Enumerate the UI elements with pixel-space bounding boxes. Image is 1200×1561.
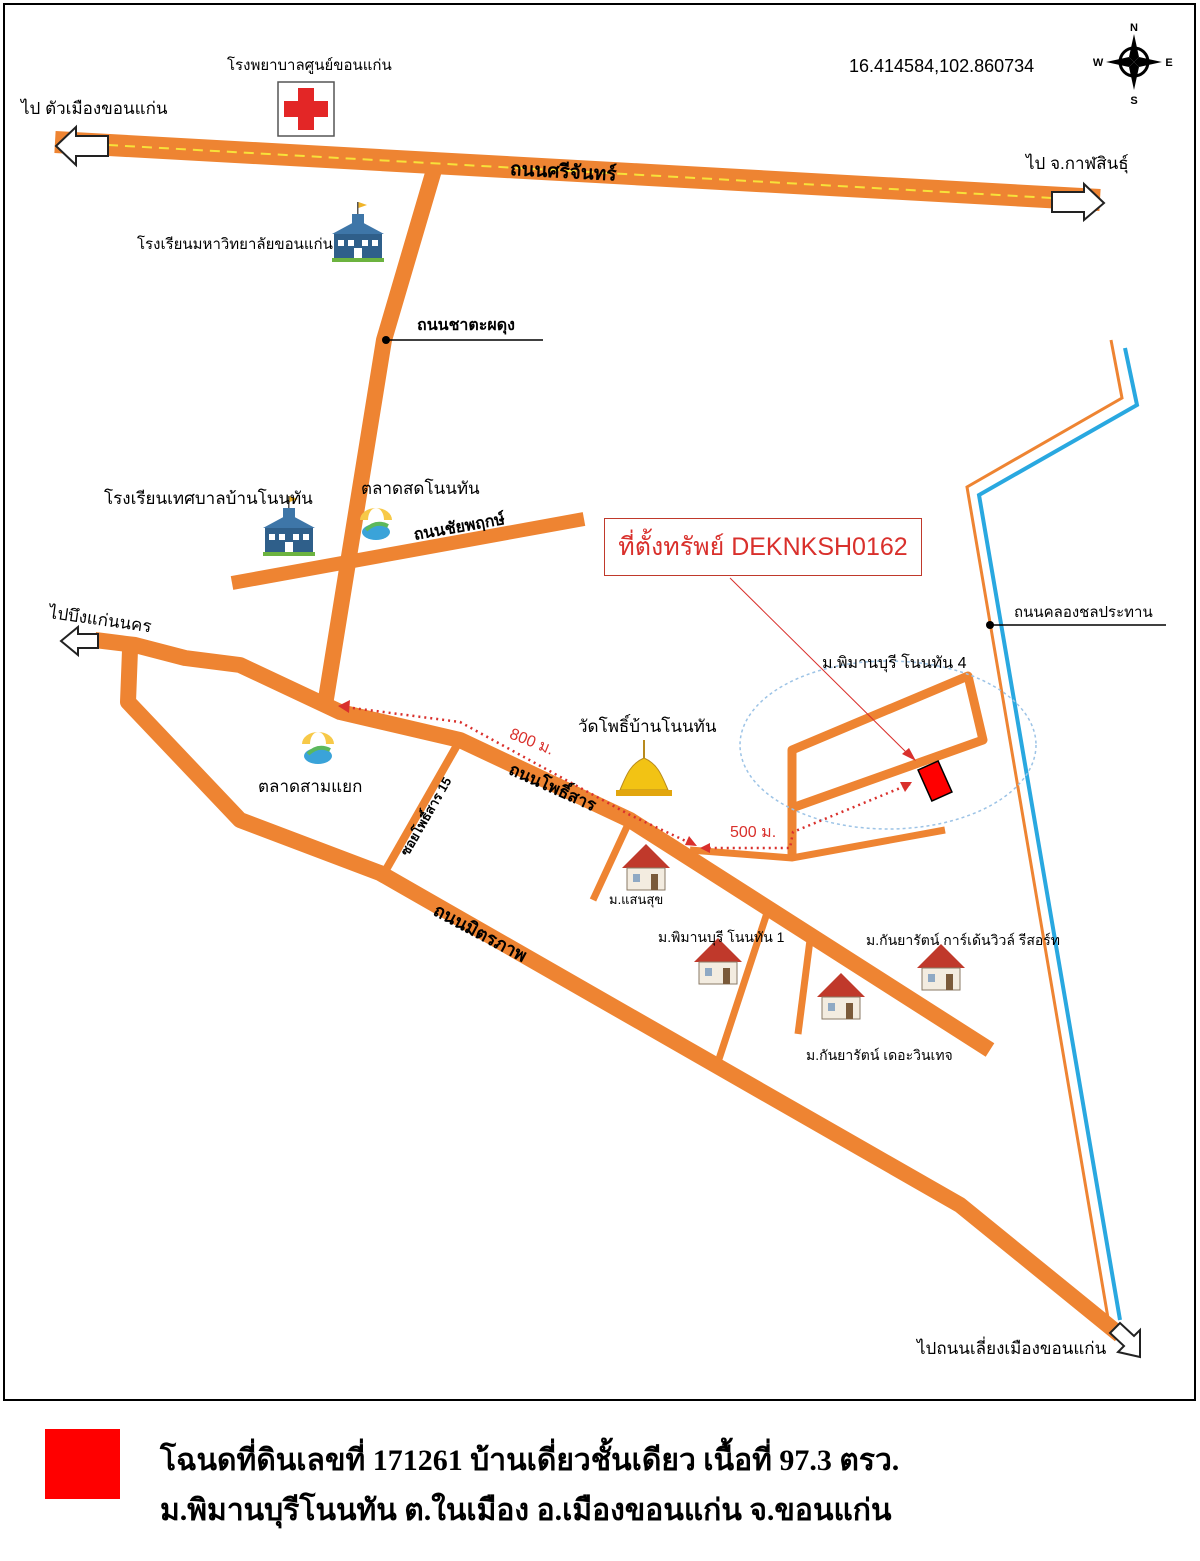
compass-w: W xyxy=(1093,57,1104,69)
asset-leader-arrowhead xyxy=(902,748,916,761)
road-srichan-label: ถนนศรีจันทร์ xyxy=(509,159,618,186)
temple-label: วัดโพธิ์บ้านโนนทัน xyxy=(578,717,717,736)
asset-label-box: ที่ตั้งทรัพย์ DEKNKSH0162 xyxy=(604,518,922,576)
route-500m-arrowhead-end xyxy=(900,782,912,792)
route-800m-arrowhead xyxy=(338,700,350,713)
hospital-icon xyxy=(277,81,335,137)
road-chatapadung-label: ถนนชาตะผดุง xyxy=(417,317,515,334)
road-saensuk xyxy=(589,818,634,902)
road-piman-4-access xyxy=(689,826,946,862)
road-chaiyaphruek xyxy=(230,512,586,590)
canal-line xyxy=(976,347,1140,1321)
arrow-to-kalasin-icon xyxy=(1051,181,1106,223)
route-500m-line xyxy=(700,782,911,850)
arrow-to-ring-road-icon xyxy=(1108,1321,1141,1359)
road-soi-phosan-15 xyxy=(379,738,464,877)
compass-e: E xyxy=(1165,57,1172,69)
legend-swatch xyxy=(45,1429,120,1499)
road-mittraphap xyxy=(120,649,1126,1342)
road-phosan xyxy=(94,632,995,1057)
piman-4-label: ม.พิมานบุรี โนนทัน 4 xyxy=(822,655,967,672)
market-nonthan-label: ตลาดสดโนนทัน xyxy=(361,479,480,498)
kanyarat-vintage-label: ม.กันยารัตน์ เดอะวินเทจ xyxy=(806,1047,953,1063)
house-kanyarat-vintage-icon xyxy=(816,972,866,1020)
temple-icon xyxy=(616,740,672,796)
compass-n: N xyxy=(1130,22,1138,34)
road-srichan-centerline xyxy=(107,144,1053,199)
legend-line-1: โฉนดที่ดินเลขที่ 171261 บ้านเดี่ยวชั้นเด… xyxy=(160,1444,900,1477)
road-piman-4-loop xyxy=(787,671,988,858)
to-ring-road-label: ไปถนนเลี่ยงเมืองขอนแก่น xyxy=(917,1339,1107,1358)
canal-road-line xyxy=(965,339,1124,1319)
compass-icon: N S W E xyxy=(1093,22,1173,106)
arrow-to-bueng-icon xyxy=(59,624,99,658)
asset-marker xyxy=(917,760,953,802)
coordinates-text: 16.414584,102.860734 xyxy=(849,56,1035,76)
compass-s: S xyxy=(1130,95,1137,106)
asset-label: ที่ตั้งทรัพย์ DEKNKSH0162 xyxy=(618,533,908,561)
kanyarat-garden-label: ม.กันยารัตน์ การ์เด้นวิวล์ รีสอร์ท xyxy=(866,932,1061,948)
map-frame xyxy=(3,3,1196,1401)
house-kanyarat-garden-icon xyxy=(916,943,966,991)
piman-1-label: ม.พิมานบุรี โนนทัน 1 xyxy=(658,929,785,945)
school-university-label: โรงเรียนมหาวิทยาลัยขอนแก่น xyxy=(137,236,333,253)
market-samyaek-icon xyxy=(300,730,336,766)
saensuk-label: ม.แสนสุข xyxy=(609,892,664,907)
to-city-label: ไป ตัวเมืองขอนแก่น xyxy=(21,99,168,118)
road-piman-1 xyxy=(714,908,772,1064)
route-500m-arrowhead xyxy=(700,843,710,853)
market-nonthan-icon xyxy=(358,506,394,542)
house-saensuk-icon xyxy=(621,843,671,891)
road-kanyarat xyxy=(794,939,814,1035)
legend-line-2: ม.พิมานบุรีโนนทัน ต.ในเมือง อ.เมืองขอนแก… xyxy=(160,1494,892,1527)
hospital-label: โรงพยาบาลศูนย์ขอนแก่น xyxy=(227,57,392,74)
route-800m-line xyxy=(344,705,691,845)
road-canal-label: ถนนคลองชลประทาน xyxy=(1014,604,1153,621)
piman-4-area-ellipse xyxy=(739,660,1037,830)
to-kalasin-label: ไป จ.กาฬสินธุ์ xyxy=(1026,154,1129,173)
distance-500m: 500 ม. xyxy=(730,824,777,841)
route-800m-arrowhead-end xyxy=(685,836,697,846)
map-canvas xyxy=(54,81,1166,1359)
market-samyaek-label: ตลาดสามแยก xyxy=(258,777,363,796)
school-university-icon xyxy=(332,202,384,262)
asset-leader-line xyxy=(729,577,913,759)
arrow-to-city-icon xyxy=(54,124,109,168)
school-municipal-label: โรงเรียนเทศบาลบ้านโนนทัน xyxy=(104,489,313,508)
